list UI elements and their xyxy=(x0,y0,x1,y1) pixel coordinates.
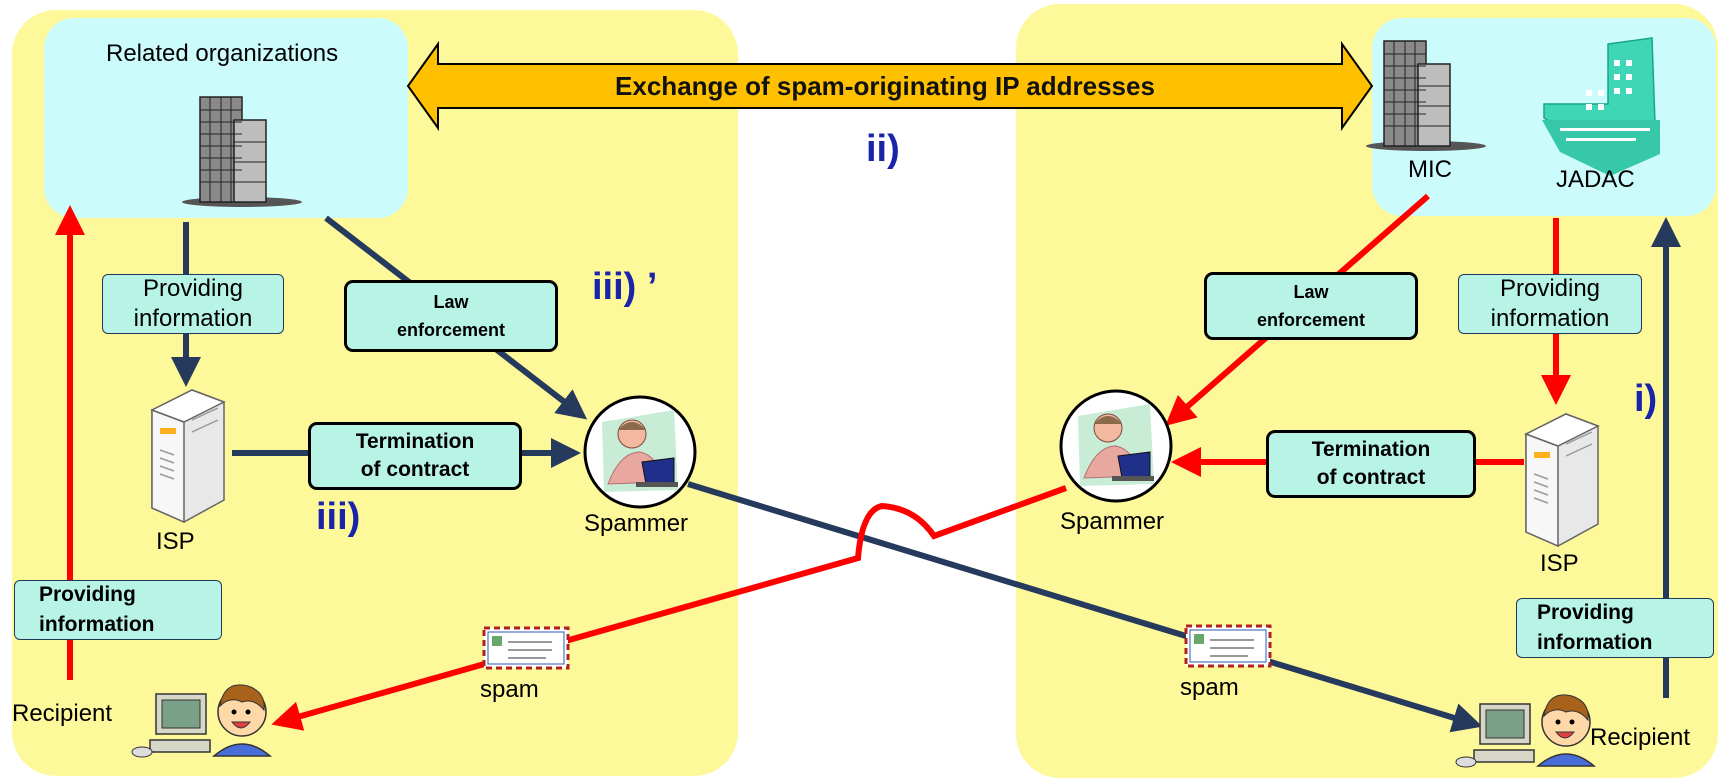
server-icon xyxy=(1525,413,1599,547)
envelope-icon xyxy=(482,626,570,670)
spammer-at-laptop-icon xyxy=(1059,389,1173,503)
envelope-icon xyxy=(1184,624,1272,668)
exchange-double-arrow xyxy=(406,40,1374,132)
step-iii-prime-label: iii) ’ xyxy=(592,266,658,308)
left-isp-label: ISP xyxy=(156,528,195,555)
right-spam-label: spam xyxy=(1180,674,1239,701)
left-providing-info-bottom: Providing information xyxy=(14,580,222,640)
right-providing-info-bottom: Providing information xyxy=(1516,598,1714,658)
right-isp-label: ISP xyxy=(1540,550,1579,577)
arrow-left-spammer-to-right-recipient xyxy=(687,481,1483,733)
right-recipient-label: Recipient xyxy=(1590,724,1691,751)
right-law-enforcement-box: Law enforcement xyxy=(1204,272,1418,340)
right-providing-info-top: Providing information xyxy=(1458,274,1642,334)
step-ii-label: ii) xyxy=(866,128,900,170)
left-termination-box: Termination of contract xyxy=(308,422,522,490)
left-org-title: Related organizations xyxy=(106,40,339,67)
right-spammer-label: Spammer xyxy=(1060,508,1165,535)
left-providing-info-top: Providing information xyxy=(102,274,284,334)
right-termination-box: Termination of contract xyxy=(1266,430,1476,498)
left-spammer-label: Spammer xyxy=(584,510,689,537)
left-recipient-label: Recipient xyxy=(12,700,113,727)
right-jadac-label: JADAC xyxy=(1556,166,1635,193)
left-law-enforcement-box: Law enforcement xyxy=(344,280,558,352)
exchange-banner-label: Exchange of spam-originating IP addresse… xyxy=(615,70,1155,101)
step-iii-label: iii) xyxy=(316,496,361,538)
left-spam-label: spam xyxy=(480,676,539,703)
server-icon xyxy=(151,389,225,523)
step-i-label: i) xyxy=(1634,378,1658,420)
right-mic-label: MIC xyxy=(1408,156,1452,183)
spammer-at-laptop-icon xyxy=(583,395,697,509)
arrow-right-spammer-to-left-recipient xyxy=(271,485,1068,731)
jadac-building-icon xyxy=(1542,37,1660,176)
